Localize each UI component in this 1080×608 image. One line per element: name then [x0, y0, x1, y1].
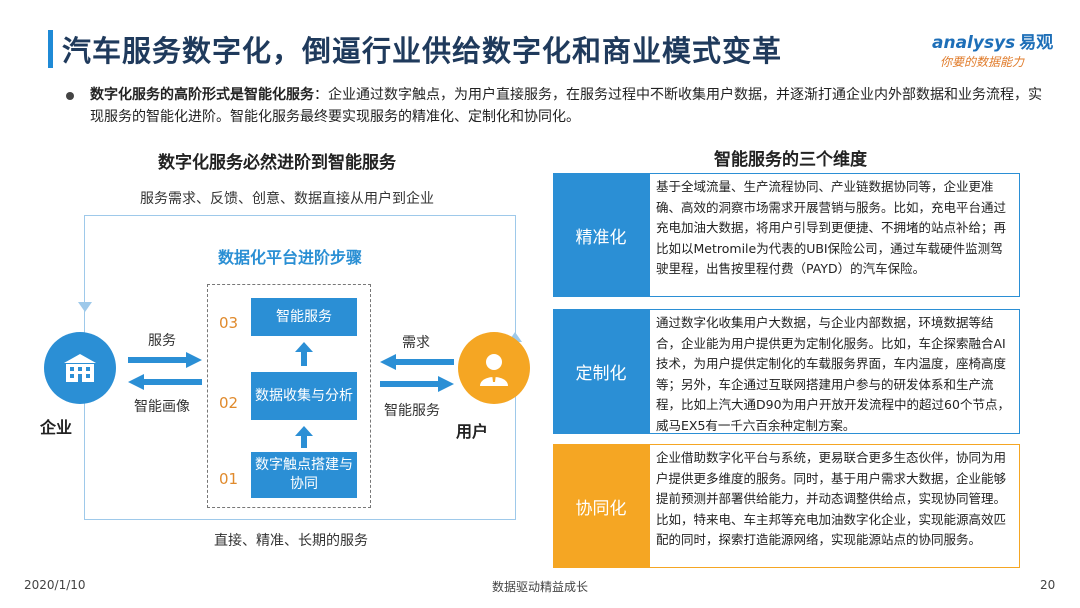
footer-slogan: 数据驱动精益成长: [492, 580, 589, 594]
step-number-02: 02: [219, 394, 239, 412]
step-number-03: 03: [219, 314, 239, 332]
dimension-label-customization: 定制化: [553, 309, 649, 434]
arrow-right-icon: [128, 352, 202, 368]
step-data-analysis: 数据收集与分析: [251, 372, 357, 420]
bottom-caption: 直接、精准、长期的服务: [214, 533, 368, 549]
user-icon: [480, 354, 508, 386]
arrow-label-smart-profile: 智能画像: [134, 399, 190, 415]
logo-tagline: 你要的数据能力: [940, 55, 1025, 69]
page-title: 汽车服务数字化，倒逼行业供给数字化和商业模式变革: [62, 34, 783, 68]
left-section-title: 数字化服务必然进阶到智能服务: [158, 153, 396, 173]
step-arrow-up-icon: [295, 342, 313, 352]
arrow-label-smart-service: 智能服务: [384, 403, 440, 419]
dimension-label-collaboration: 协同化: [553, 444, 649, 568]
frame-arrow-down-icon: [78, 302, 92, 312]
dimension-text-customization: 通过数字化收集用户大数据，与企业内部数据，环境数据等结合，企业能为用户提供更为定…: [649, 309, 1020, 434]
intro-bold: 数字化服务的高阶形式是智能化服务: [90, 87, 314, 103]
intro-paragraph: 数字化服务的高阶形式是智能化服务：企业通过数字触点，为用户直接服务，在服务过程中…: [90, 84, 1050, 128]
step-arrow-stem: [301, 352, 307, 366]
top-caption: 服务需求、反馈、创意、数据直接从用户到企业: [140, 191, 434, 207]
step-touchpoint-build: 数字触点搭建与协同: [251, 452, 357, 498]
step-arrow-stem: [301, 436, 307, 448]
arrow-left-icon: [380, 354, 454, 370]
enterprise-label: 企业: [40, 418, 73, 437]
page-number: 20: [1040, 578, 1056, 592]
dimension-text-precision: 基于全域流量、生产流程协同、产业链数据协同等，企业更准确、高效的洞察市场需求开展…: [649, 173, 1020, 297]
platform-title: 数据化平台进阶步骤: [218, 248, 363, 267]
step-arrow-up-icon: [295, 426, 313, 436]
enterprise-node: [44, 332, 116, 404]
dimension-label-precision: 精准化: [553, 173, 649, 297]
bullet-icon: [66, 92, 74, 100]
step-number-01: 01: [219, 470, 239, 488]
arrow-left-icon: [128, 374, 202, 390]
arrow-label-service: 服务: [148, 333, 176, 349]
platform-steps-box: [207, 284, 371, 508]
footer-date: 2020/1/10: [24, 578, 86, 592]
user-label: 用户: [456, 422, 489, 441]
dimension-text-collaboration: 企业借助数字化平台与系统，更易联合更多生态伙伴，协同为用户提供更多维度的服务。同…: [649, 444, 1020, 568]
logo-en: analysys: [932, 33, 1016, 53]
title-accent-bar: [48, 30, 53, 68]
arrow-label-demand: 需求: [402, 335, 430, 351]
intro-text: ：企业通过数字触点，为用户直接服务，在服务过程中不断收集用户数据，并逐渐打通企业…: [90, 87, 1042, 125]
right-section-title: 智能服务的三个维度: [714, 150, 867, 170]
building-icon: [64, 354, 96, 382]
user-node: [458, 332, 530, 404]
arrow-right-icon: [380, 376, 454, 392]
logo-cn: 易观: [1019, 33, 1054, 53]
step-smart-service: 智能服务: [251, 298, 357, 336]
